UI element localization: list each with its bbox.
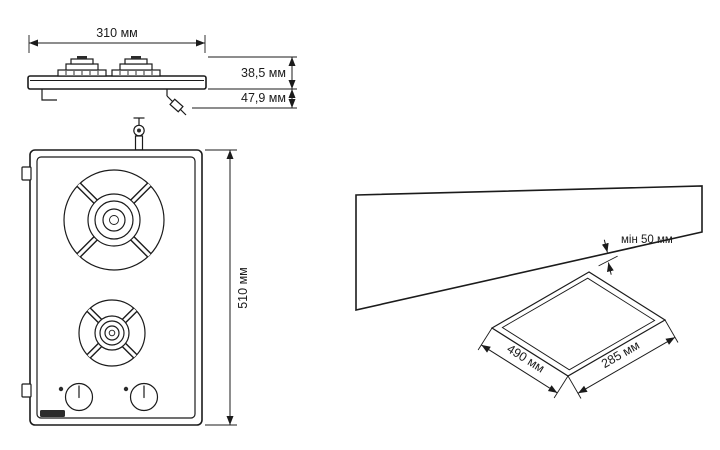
hob-surface-outline	[36, 156, 196, 419]
wall-panel	[355, 185, 703, 312]
igniter-dot-left	[58, 386, 64, 392]
dimension-wall-clearance: мін 50 мм	[597, 234, 673, 275]
dimension-label-hob-depth: 510 мм	[236, 267, 250, 309]
mounting-tab-bottom	[21, 383, 32, 398]
cutout-opening-inner	[501, 277, 656, 371]
gas-inlet-side	[166, 89, 187, 116]
mounting-tab-top	[21, 166, 32, 181]
dimension-label-wall-clearance: мін 50 мм	[621, 234, 673, 246]
mounting-bracket-side	[41, 89, 57, 101]
dimension-label-body-height: 38,5 мм	[241, 66, 286, 80]
gas-inlet-top	[133, 117, 145, 151]
burner-large	[63, 169, 165, 271]
installation-cutout-drawing: мін 50 мм 490 мм 285 мм	[355, 185, 703, 399]
dimension-hob-heights: 38,5 мм 47,9 мм	[192, 56, 297, 109]
hob-top-view: 510 мм	[21, 117, 250, 426]
hob-side-view: 310 мм	[27, 26, 297, 116]
burner-profile-left	[57, 56, 107, 77]
burner-small	[78, 299, 146, 367]
burner-profile-right	[111, 56, 161, 77]
dimension-label-hob-width: 310 мм	[96, 26, 138, 40]
hob-side-profile	[27, 56, 207, 116]
dimension-hob-depth: 510 мм	[205, 149, 250, 426]
dimension-label-total-height: 47,9 мм	[241, 91, 286, 105]
control-knob-right	[123, 382, 159, 412]
brand-logo	[40, 410, 65, 417]
control-knob-left	[58, 382, 94, 412]
dimension-hob-width: 310 мм	[28, 26, 206, 53]
igniter-dot-right	[123, 386, 129, 392]
